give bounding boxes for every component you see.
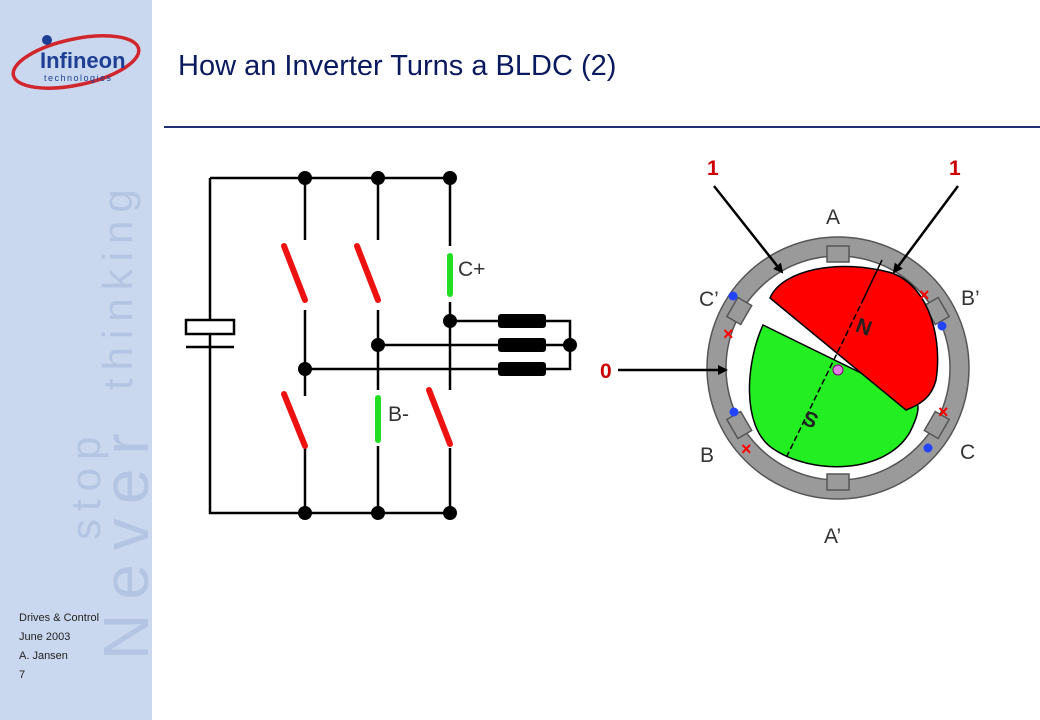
switch-b-high-off — [354, 243, 381, 303]
diagram: C+ B- N S × × × × — [184, 157, 980, 548]
signal-arrow-upper-right — [892, 185, 960, 274]
slide-footer: Drives & Control June 2003 A. Jansen 7 — [19, 609, 99, 685]
winding-b — [498, 338, 546, 352]
node — [298, 362, 312, 376]
cross-marker: × — [723, 324, 734, 344]
node — [371, 338, 385, 352]
switch-c-low-off — [426, 387, 453, 447]
tooth-c — [923, 410, 951, 440]
dot-markers — [728, 291, 947, 453]
signal-arrow-upper-left — [713, 185, 784, 274]
inverter-switches — [281, 243, 453, 449]
tooth-a — [826, 245, 850, 263]
dc-bus-bottom-wire — [208, 178, 450, 515]
phase-label-a: A — [826, 206, 840, 229]
title-rule — [164, 126, 1040, 128]
conductor-markers: × × × × — [723, 285, 949, 459]
rotor-north-pole — [769, 265, 939, 411]
node — [371, 171, 385, 185]
watermark-thinking: thinking — [94, 181, 141, 390]
phase-label-c: C — [960, 441, 975, 464]
footer-author: A. Jansen — [19, 650, 68, 662]
rotor-axis-tip — [863, 259, 883, 299]
phase-label-c-prime: C’ — [699, 288, 719, 311]
node — [298, 506, 312, 520]
cross-marker: × — [938, 402, 949, 422]
cross-marker: × — [919, 285, 930, 305]
phase-label-b-prime: B’ — [961, 287, 980, 310]
signal-upper-left: 1 — [707, 157, 719, 180]
stator-teeth — [725, 245, 951, 491]
dot-marker — [937, 321, 947, 331]
north-label: N — [853, 314, 875, 341]
dot-marker — [923, 443, 933, 453]
slide-title: How an Inverter Turns a BLDC (2) — [178, 50, 617, 82]
phase-label-a-prime: A’ — [824, 525, 841, 548]
watermark-stop: stop — [62, 429, 109, 540]
signal-left: 0 — [600, 360, 612, 383]
switch-label-c-plus: C+ — [458, 258, 485, 281]
watermark: Never stop thinking — [62, 181, 152, 660]
rotor-axis — [785, 297, 865, 459]
switch-a-low-off — [281, 391, 308, 449]
switch-a-high-off — [281, 243, 308, 303]
node — [298, 171, 312, 185]
tooth-a-prime — [826, 473, 850, 491]
logo-wordmark: Infineon — [40, 48, 126, 73]
dot-marker — [729, 407, 739, 417]
node — [443, 314, 457, 328]
circuit-nodes — [298, 171, 577, 520]
watermark-never: Never — [90, 419, 152, 660]
signal-upper-right: 1 — [949, 157, 961, 180]
signal-arrows — [618, 185, 960, 375]
node — [443, 171, 457, 185]
rotor-south-pole — [748, 323, 919, 468]
tooth-c-prime — [725, 296, 753, 326]
winding-a — [498, 362, 546, 376]
logo-subtitle: technologies — [44, 73, 113, 83]
star-point-node — [563, 338, 577, 352]
rotor-shaft — [832, 364, 844, 376]
switch-label-b-minus: B- — [388, 403, 409, 426]
phase-label-b: B — [700, 444, 714, 467]
sidebar: Never stop thinking Infineon technologie… — [0, 0, 152, 720]
footer-date: June 2003 — [19, 631, 71, 643]
motor-windings — [498, 314, 546, 376]
inverter-circuit — [184, 176, 572, 515]
node — [443, 506, 457, 520]
infineon-logo: Infineon technologies — [11, 34, 141, 90]
dc-link-capacitor — [184, 318, 236, 336]
dot-marker — [728, 291, 738, 301]
cross-marker: × — [741, 439, 752, 459]
motor: N S × × × × A A’ B’ C’ B C 1 1 0 — [600, 157, 980, 548]
node — [371, 506, 385, 520]
winding-c — [498, 314, 546, 328]
footer-department: Drives & Control — [19, 612, 100, 624]
footer-page-number: 7 — [19, 669, 26, 681]
